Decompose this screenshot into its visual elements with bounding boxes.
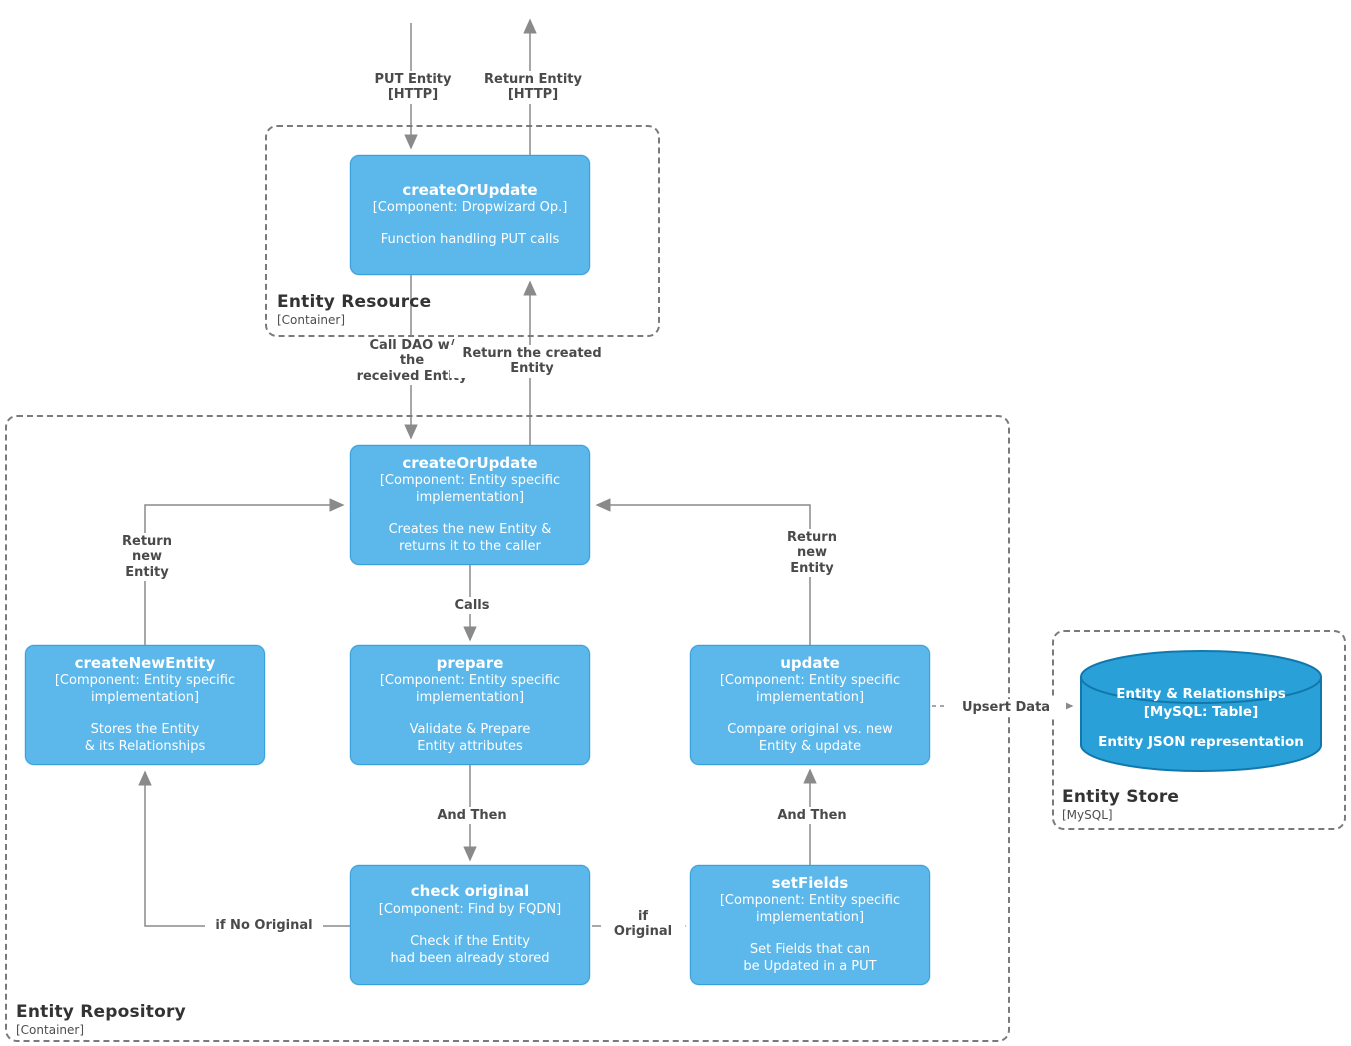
component-update: update [Component: Entity specific imple… [690,645,930,765]
database-text: Entity & Relationships [MySQL: Table] En… [1080,686,1322,752]
component-description: Creates the new Entity & returns it to t… [388,522,552,555]
component-title: setFields [771,873,849,892]
entity-repository-label: Entity Repository [Container] [16,1002,186,1037]
component-type: [Component: Entity specific implementati… [379,673,561,706]
entity-repository-title: Entity Repository [16,1002,186,1022]
edge-label-return-entity: Return Entity [HTTP] [471,71,595,104]
edge-label-and-then-right: And Then [750,807,874,825]
component-setfields: setFields [Component: Entity specific im… [690,865,930,985]
container-entity-repository [5,415,1010,1042]
entity-resource-title: Entity Resource [277,292,432,312]
component-type: [Component: Entity specific implementati… [54,673,236,706]
component-createorupdate-repository: createOrUpdate [Component: Entity specif… [350,445,590,565]
component-check-original: check original [Component: Find by FQDN]… [350,865,590,985]
entity-resource-subtitle: [Container] [277,313,346,327]
component-description: Compare original vs. new Entity & update [727,722,893,755]
database-description: Entity JSON representation [1098,734,1304,751]
component-description: Check if the Entity had been already sto… [390,933,550,966]
component-title: createNewEntity [74,653,216,672]
edge-label-return-new-right: Return new Entity [760,529,864,577]
edge-label-and-then-left: And Then [410,807,534,825]
edge-label-return-new-left: Return new Entity [95,533,199,581]
component-type: [Component: Find by FQDN] [378,901,562,917]
edge-return-new-right-line [595,498,811,645]
entity-store-title: Entity Store [1062,787,1180,807]
database-type: [MySQL: Table] [1143,703,1259,720]
component-prepare: prepare [Component: Entity specific impl… [350,645,590,765]
edge-label-put-entity: PUT Entity [HTTP] [351,71,475,104]
entity-repository-subtitle: [Container] [16,1023,85,1037]
component-type: [Component: Dropwizard Op.] [372,200,568,216]
component-type: [Component: Entity specific implementati… [719,673,901,706]
component-type: [Component: Entity specific implementati… [719,893,901,926]
container-entity-store [1052,630,1346,830]
component-description: Stores the Entity & its Relationships [84,722,206,755]
edge-label-if-no-original: if No Original [205,917,323,935]
component-title: update [780,653,840,672]
container-entity-resource [265,125,660,337]
edge-label-calls: Calls [430,597,514,615]
database-entity-relationships: Entity & Relationships [MySQL: Table] En… [1080,650,1322,772]
entity-resource-label: Entity Resource [Container] [277,292,431,327]
component-description: Function handling PUT calls [380,232,560,248]
component-description: Set Fields that can be Updated in a PUT [743,942,877,975]
component-title: prepare [436,653,504,672]
component-title: createOrUpdate [402,453,538,472]
entity-store-label: Entity Store [MySQL] [1062,787,1179,822]
edge-label-return-created: Return the created Entity [450,345,614,378]
component-createnewentity: createNewEntity [Component: Entity speci… [25,645,265,765]
component-title: check original [410,882,530,901]
edge-label-if-original: if Original [601,908,685,941]
edge-label-upsert-data: Upsert Data [946,699,1066,717]
database-title: Entity & Relationships [1116,686,1286,702]
component-description: Validate & Prepare Entity attributes [409,722,531,755]
component-type: [Component: Entity specific implementati… [379,473,561,506]
entity-store-subtitle: [MySQL] [1062,808,1113,822]
database-cylinder-icon [1080,650,1322,772]
edge-return-new-left-line [144,498,345,645]
component-title: createOrUpdate [402,180,538,199]
component-createorupdate-resource: createOrUpdate [Component: Dropwizard Op… [350,155,590,275]
